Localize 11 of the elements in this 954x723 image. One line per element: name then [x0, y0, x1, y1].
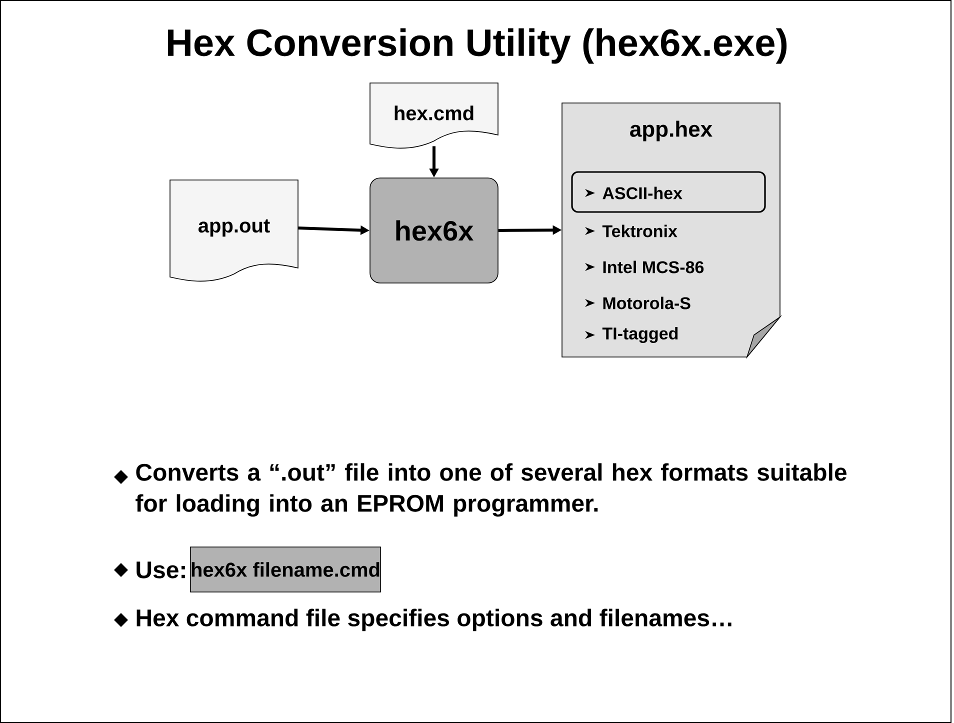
bullet-text: Hex command file specifies options and filenames…: [114, 608, 732, 632]
bullet-text: Converts a “.out” file into one of several hex formats suitable for loading into an EPROM programmer.: [114, 463, 846, 517]
list-item: TI-tagged: [585, 327, 678, 343]
bullet-text: Use:: [114, 562, 185, 578]
list-item: Intel MCS-86: [585, 260, 704, 274]
list-item: Motorola-S: [585, 296, 690, 310]
process-box: hex6x: [370, 178, 498, 284]
list-item: Tektronix: [585, 224, 678, 238]
list-item: ASCII-hex: [571, 171, 766, 213]
command-box: hex6x filename.cmd: [190, 546, 381, 592]
title: Hex Conversion Utility (hex6x.exe): [168, 28, 787, 64]
